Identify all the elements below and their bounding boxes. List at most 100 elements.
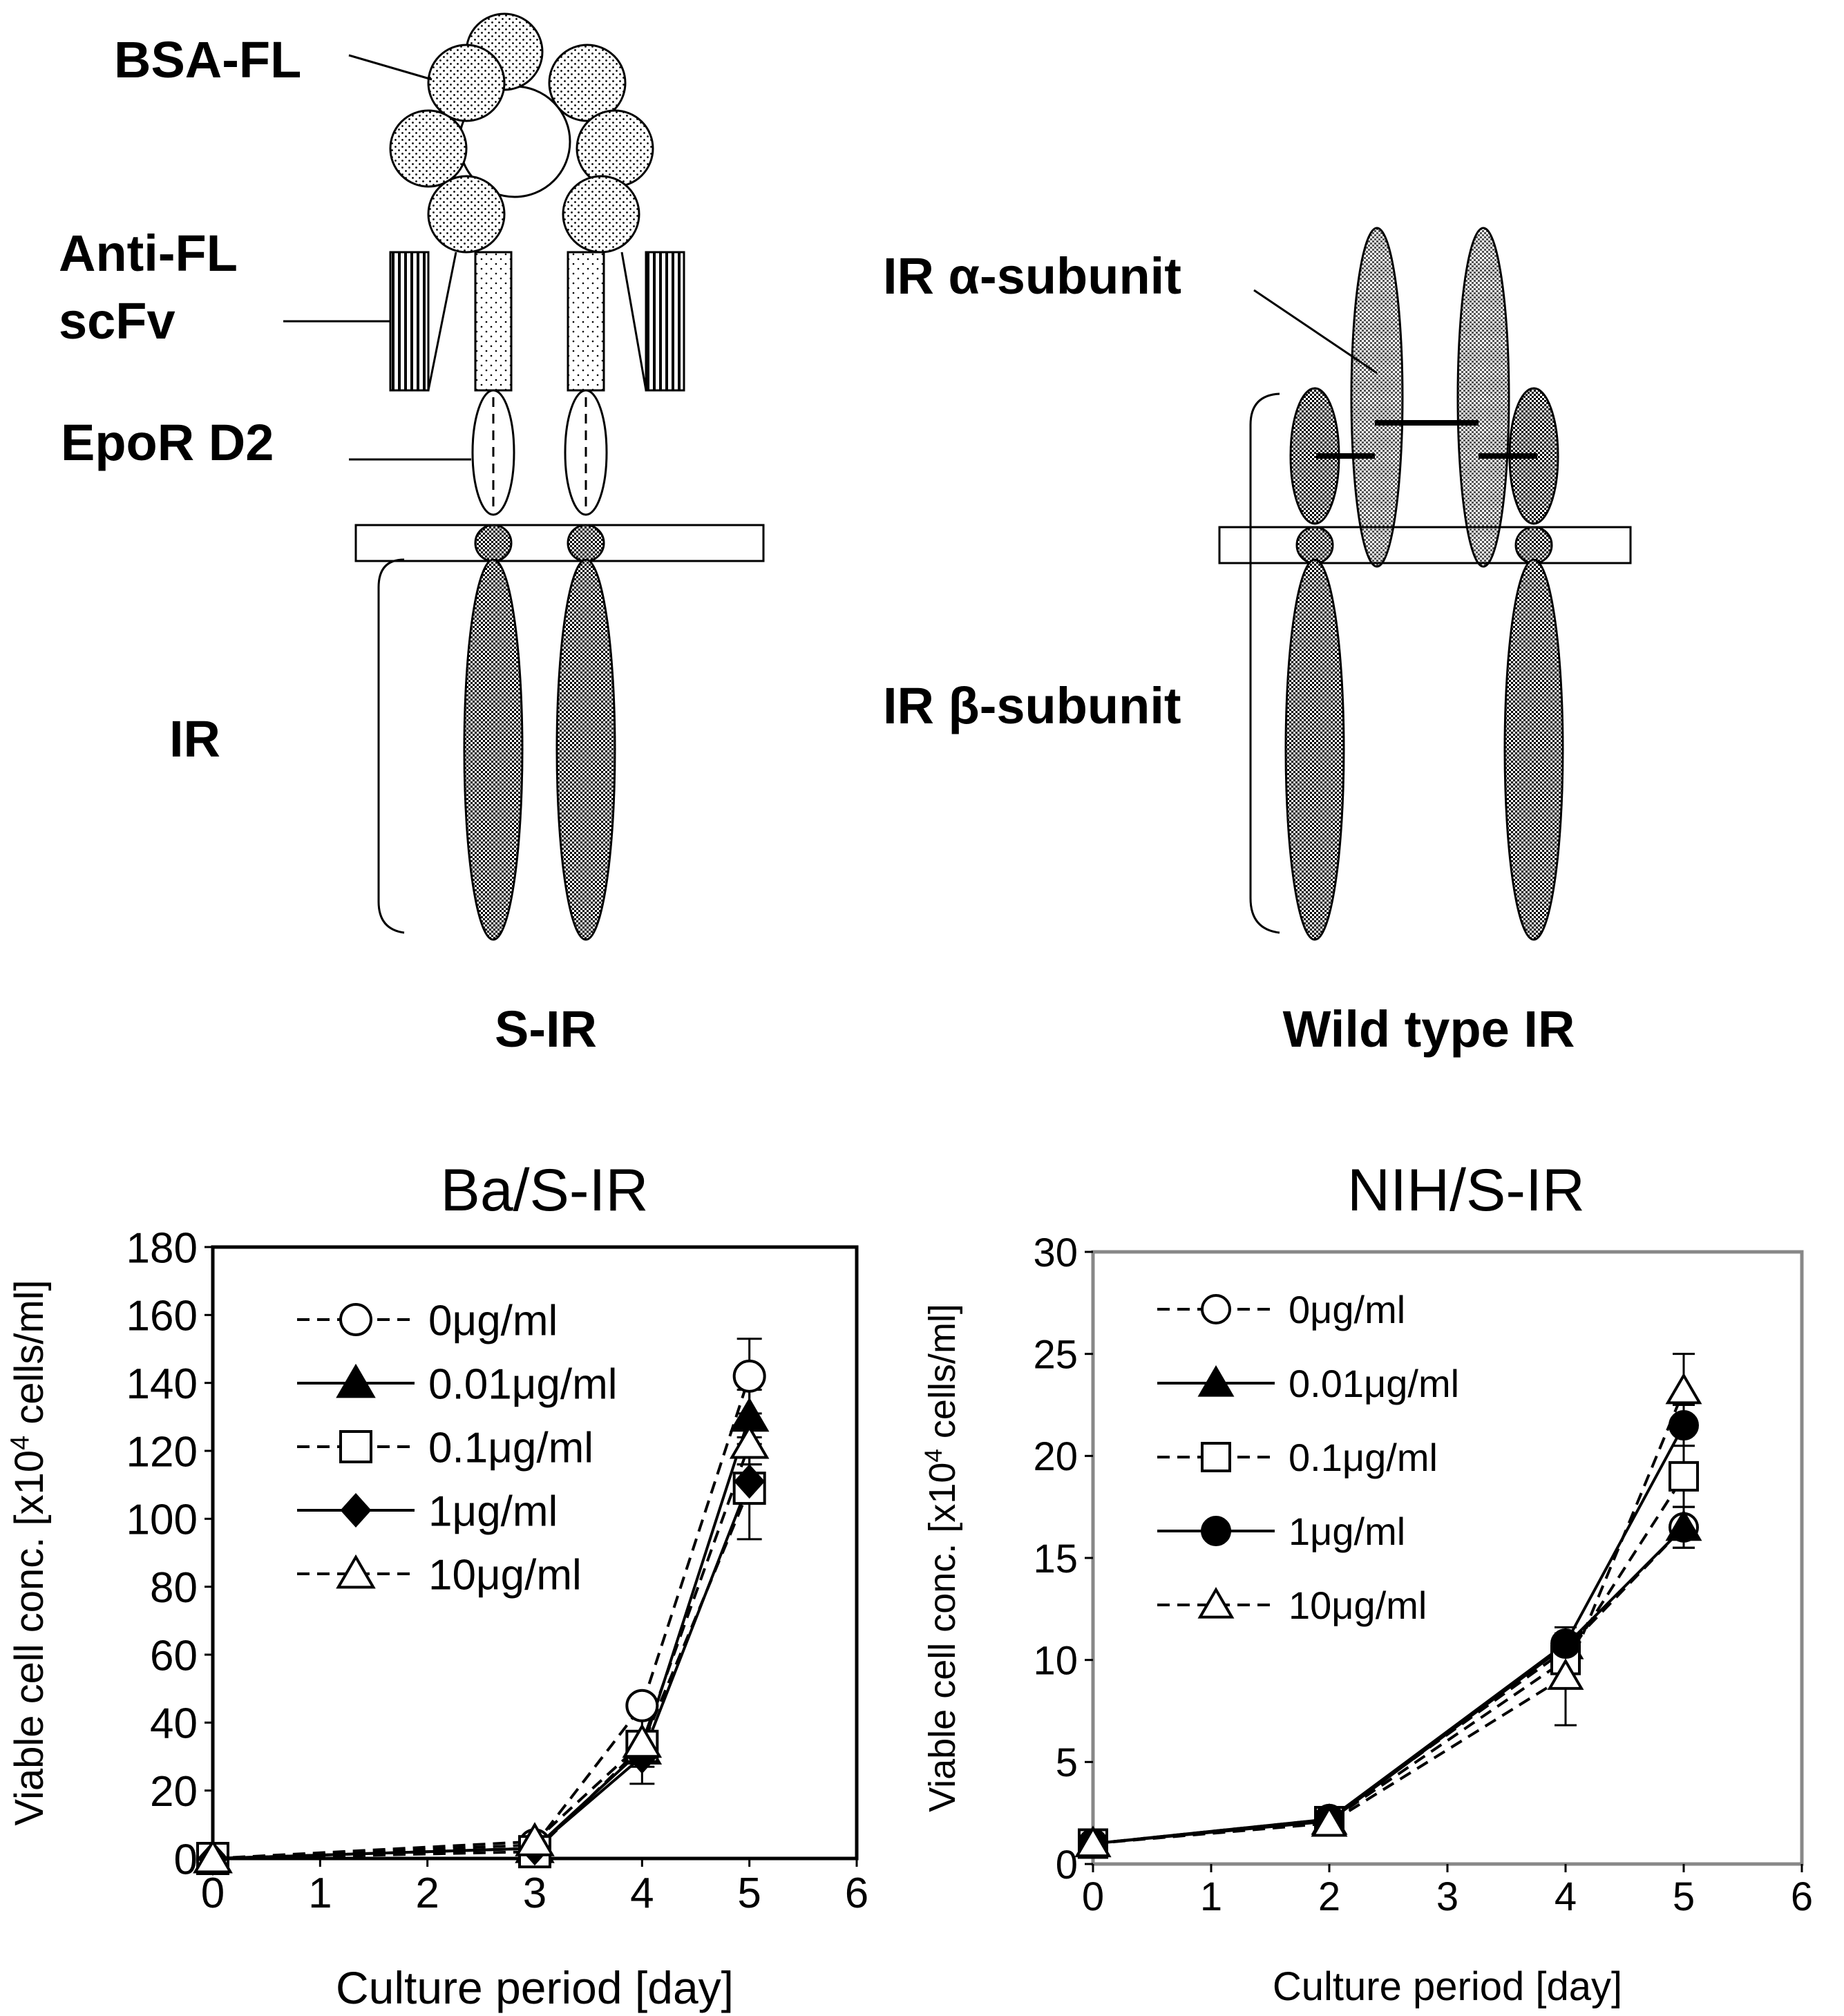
label-scfv: scFv xyxy=(59,292,175,350)
x-tick-label: 2 xyxy=(1318,1874,1340,1919)
series-1-points xyxy=(1074,1509,1702,1858)
y-tick-label: 160 xyxy=(126,1293,198,1340)
x-tick-label: 5 xyxy=(737,1870,761,1917)
y-tick-label: 0 xyxy=(174,1836,198,1883)
y-tick-label: 120 xyxy=(126,1428,198,1476)
series-3-errorbars xyxy=(522,1463,762,1852)
label-ir-beta: IR β-subunit xyxy=(883,677,1181,734)
legend-label: 0.1μg/ml xyxy=(1289,1436,1438,1479)
series-line-0.01μg/ml xyxy=(212,1416,751,1860)
y-tick-label: 5 xyxy=(1056,1740,1078,1785)
data-point xyxy=(515,1822,555,1856)
label-bsa-fl: BSA-FL xyxy=(114,31,301,88)
legend-marker xyxy=(336,1363,376,1398)
x-tick-label: 4 xyxy=(630,1870,654,1917)
x-tick-label: 6 xyxy=(845,1870,868,1917)
series-4-points xyxy=(1074,1372,1702,1858)
label-ir: IR xyxy=(169,710,220,768)
y-tick-label: 20 xyxy=(1033,1434,1078,1479)
legend-marker xyxy=(1197,1365,1235,1397)
data-point xyxy=(734,1464,766,1499)
y-tick-label: 80 xyxy=(150,1564,198,1612)
series-line-10μg/ml xyxy=(1092,1390,1685,1845)
y-tick-label: 40 xyxy=(150,1700,198,1748)
legend-label: 1μg/ml xyxy=(428,1487,558,1535)
legend-label: 1μg/ml xyxy=(1289,1510,1405,1553)
chart-title: Ba/S-IR xyxy=(440,1157,648,1224)
bsa-fl-leader xyxy=(348,54,433,81)
plot-frame xyxy=(1091,1250,1804,1866)
x-tick-label: 0 xyxy=(1082,1874,1104,1919)
series-line-0μg/ml xyxy=(212,1376,751,1860)
anti-fl-scfv xyxy=(389,251,685,392)
y-tick-label: 100 xyxy=(126,1496,198,1544)
series-line-10μg/ml xyxy=(212,1443,751,1860)
label-wild-type-ir: Wild type IR xyxy=(1283,1000,1575,1058)
data-point xyxy=(1665,1372,1702,1405)
label-anti-fl: Anti-FL xyxy=(59,225,238,282)
series-line-0.1μg/ml xyxy=(212,1487,751,1860)
y-tick-label: 30 xyxy=(1033,1230,1078,1275)
x-tick-label: 1 xyxy=(1200,1874,1222,1919)
ir-bracket xyxy=(377,558,405,934)
y-tick-label: 25 xyxy=(1033,1333,1078,1378)
membrane-s-ir xyxy=(354,524,765,562)
label-s-ir: S-IR xyxy=(495,1000,597,1058)
label-epor-d2: EpoR D2 xyxy=(61,414,274,471)
y-tick-label: 10 xyxy=(1033,1639,1078,1684)
legend-label: 0.01μg/ml xyxy=(1289,1362,1459,1405)
legend-label: 0μg/ml xyxy=(428,1297,558,1344)
legend-label: 10μg/ml xyxy=(1289,1584,1427,1627)
y-tick-label: 15 xyxy=(1033,1537,1078,1581)
data-point xyxy=(1311,1805,1348,1837)
data-point xyxy=(193,1838,233,1874)
data-point xyxy=(1665,1509,1702,1541)
x-axis-label: Culture period [day] xyxy=(336,1962,734,2013)
alpha-leader xyxy=(1253,289,1378,374)
series-line-0.01μg/ml xyxy=(1092,1526,1685,1845)
y-tick-label: 0 xyxy=(1056,1843,1078,1887)
membrane-wild-type xyxy=(1218,526,1632,564)
x-tick-label: 2 xyxy=(415,1870,439,1917)
data-point xyxy=(1547,1658,1584,1690)
data-point xyxy=(1074,1825,1112,1858)
series-4-points xyxy=(193,1424,770,1874)
legend-marker xyxy=(1201,1442,1231,1472)
x-tick-label: 6 xyxy=(1791,1874,1813,1919)
series-line-1μg/ml xyxy=(212,1481,751,1860)
label-ir-alpha: IR α-subunit xyxy=(883,247,1181,305)
wild-type-ir-diagram: IR α-subunit IR β-subunit Wild type IR xyxy=(883,227,1632,1058)
legend-marker xyxy=(336,1554,376,1589)
legend-label: 0.01μg/ml xyxy=(428,1360,618,1408)
data-point xyxy=(1669,1461,1699,1492)
data-point xyxy=(732,1359,766,1393)
series-line-0.1μg/ml xyxy=(1092,1475,1685,1845)
data-point xyxy=(1669,1410,1699,1441)
series-2-errorbars xyxy=(522,1436,762,1855)
legend-label: 10μg/ml xyxy=(428,1551,582,1599)
legend-marker xyxy=(340,1493,372,1528)
y-axis-label: Viable cell conc. [x104 cells/ml] xyxy=(920,1304,963,1812)
legend-marker xyxy=(339,1430,372,1463)
series-line-0μg/ml xyxy=(1092,1526,1685,1845)
wild-type-bracket xyxy=(1249,392,1280,934)
y-tick-label: 60 xyxy=(150,1632,198,1680)
data-point xyxy=(622,1723,663,1758)
x-tick-label: 4 xyxy=(1555,1874,1577,1919)
x-axis-label: Culture period [day] xyxy=(1273,1964,1622,2009)
series-0-errorbars xyxy=(1318,1505,1695,1825)
y-axis-label: Viable cell conc. [x104 cells/ml] xyxy=(6,1280,52,1825)
data-point xyxy=(729,1424,770,1459)
legend-marker xyxy=(1197,1587,1235,1619)
x-tick-label: 1 xyxy=(308,1870,332,1917)
bsa-fl-complex xyxy=(389,12,654,254)
x-tick-label: 5 xyxy=(1673,1874,1695,1919)
chart-title: NIH/S-IR xyxy=(1347,1157,1585,1224)
series-1-errorbars xyxy=(1318,1505,1695,1827)
